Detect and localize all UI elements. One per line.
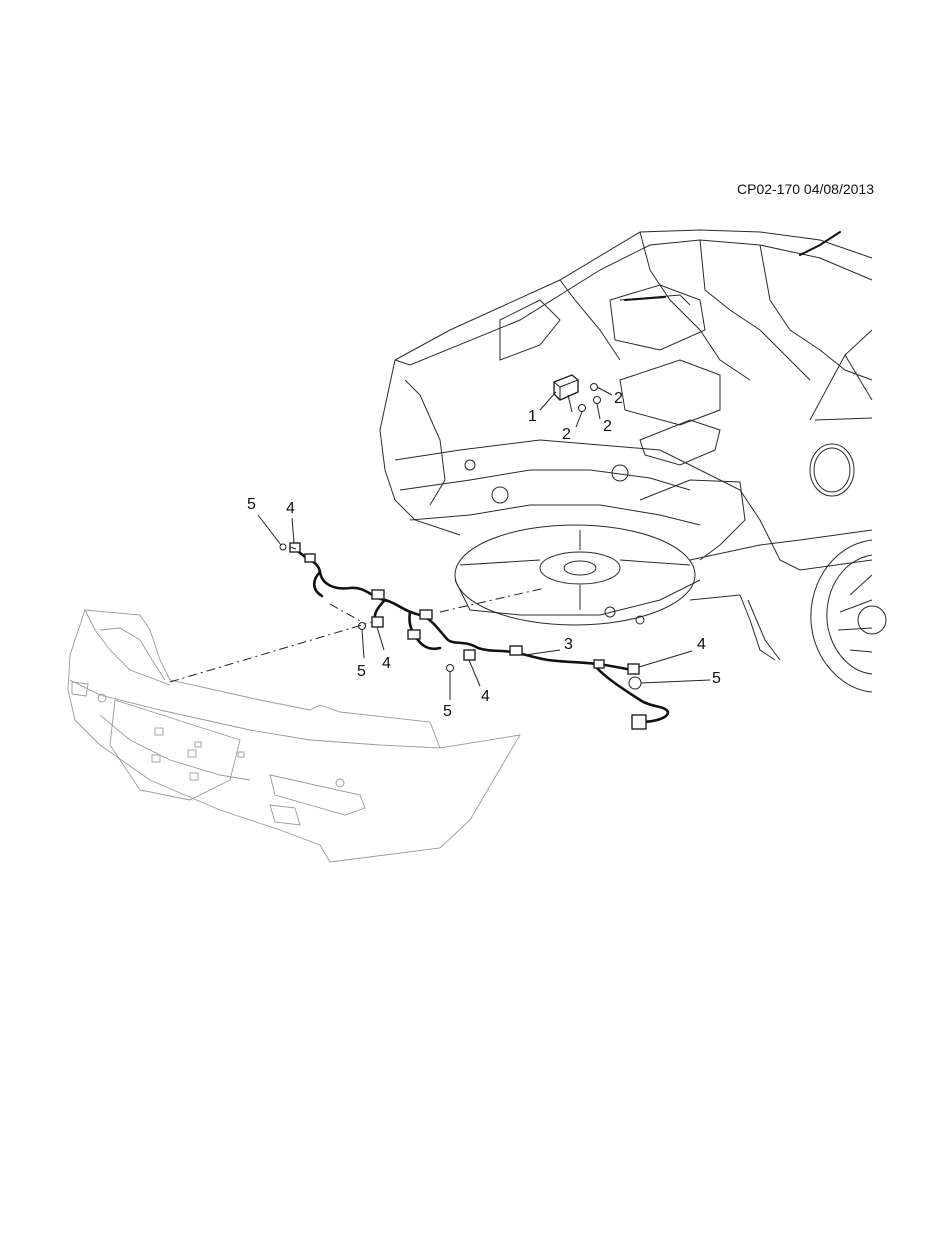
callout-1: 1 (528, 408, 537, 425)
callout-2: 2 (562, 426, 571, 443)
callout-4: 4 (286, 500, 295, 517)
callout-labels: 1 2 2 2 3 4 4 4 4 5 5 5 5 (247, 390, 721, 720)
callout-leaders (257, 386, 711, 700)
callout-5: 5 (357, 663, 366, 680)
callout-5: 5 (443, 703, 452, 720)
parking-assist-module (553, 374, 579, 401)
callout-2: 2 (603, 418, 612, 435)
vehicle-rear-body (379, 229, 887, 693)
callout-5: 5 (712, 670, 721, 687)
callout-4: 4 (382, 655, 391, 672)
callout-2: 2 (614, 390, 623, 407)
callout-4: 4 (481, 688, 490, 705)
module-nuts (578, 383, 601, 412)
rear-bumper-harness (294, 547, 670, 730)
diagram-code: CP02-170 04/08/2013 (737, 181, 874, 197)
callout-5: 5 (247, 496, 256, 513)
callout-3: 3 (564, 636, 573, 653)
parking-sensors (289, 542, 640, 675)
rear-bumper-fascia (67, 609, 521, 863)
alignment-lines (169, 546, 546, 683)
callout-4: 4 (697, 636, 706, 653)
sensor-retainers (279, 543, 642, 690)
